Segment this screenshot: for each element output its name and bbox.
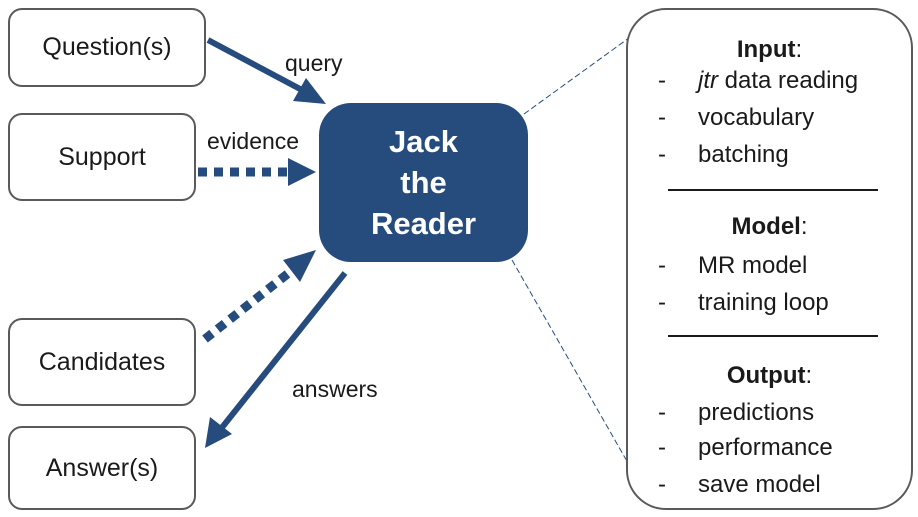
candidates-arrow-shaft — [202, 264, 298, 343]
input-item-1: - jtr data reading — [658, 67, 858, 95]
model-item-1-text: MR model — [698, 252, 808, 279]
bullet-dash: - — [658, 104, 666, 131]
answers-node: Answer(s) — [8, 426, 196, 510]
candidates-arrowhead — [283, 250, 316, 282]
output-item-3-text: save model — [698, 471, 821, 498]
jack-the-reader-node: Jack the Reader — [319, 103, 528, 262]
bullet-dash: - — [658, 471, 666, 498]
output-title-colon: : — [805, 362, 813, 389]
questions-node: Question(s) — [8, 8, 206, 87]
model-item-2: - training loop — [658, 289, 829, 317]
output-section-title: Output: — [628, 362, 911, 390]
input-item-1-em: jtr — [698, 67, 718, 94]
input-item-3-text: batching — [698, 141, 789, 168]
candidates-node: Candidates — [8, 318, 196, 406]
model-section-title: Model: — [628, 213, 911, 241]
model-title: Model — [731, 213, 801, 240]
answers-arrow-shaft — [217, 271, 348, 432]
model-item-1: - MR model — [658, 252, 807, 280]
output-item-1: - predictions — [658, 399, 814, 427]
bullet-dash: - — [658, 141, 666, 168]
model-item-2-text: training loop — [698, 289, 829, 316]
answers-arrowhead — [205, 417, 232, 448]
input-title-colon: : — [795, 36, 803, 63]
candidates-node-label: Candidates — [38, 347, 166, 376]
support-node-label: Support — [58, 142, 146, 171]
panel-connector-top — [523, 13, 663, 115]
input-section-title: Input: — [628, 36, 911, 64]
bullet-dash: - — [658, 67, 666, 94]
input-item-1-text: data reading — [718, 67, 859, 94]
evidence-arrowhead — [288, 158, 316, 186]
core-line-3: Reader — [370, 206, 477, 241]
questions-node-label: Question(s) — [42, 33, 172, 61]
core-line-1: Jack — [389, 124, 458, 159]
answers-label: answers — [292, 376, 378, 402]
evidence-label: evidence — [207, 128, 300, 154]
bullet-dash: - — [658, 289, 666, 316]
bullet-dash: - — [658, 434, 666, 461]
answers-node-label: Answer(s) — [45, 453, 159, 482]
support-node: Support — [8, 113, 196, 201]
bullet-dash: - — [658, 252, 666, 279]
model-title-colon: : — [800, 213, 808, 240]
query-arrow-shaft — [206, 37, 304, 93]
core-line-2: the — [400, 165, 447, 200]
input-item-3: - batching — [658, 141, 789, 169]
panel-connector-bottom — [511, 259, 641, 485]
input-item-2-text: vocabulary — [698, 104, 815, 131]
output-item-3: - save model — [658, 471, 821, 499]
input-item-2: - vocabulary — [658, 104, 814, 132]
query-arrowhead — [293, 78, 326, 104]
divider-2 — [668, 335, 878, 337]
output-item-2: - performance — [658, 434, 833, 462]
input-title: Input — [736, 36, 796, 63]
details-panel: Input: - jtr data reading - vocabulary - ba… — [626, 8, 913, 510]
output-title: Output — [726, 362, 806, 389]
query-label: query — [285, 50, 343, 76]
bullet-dash: - — [658, 399, 666, 426]
divider-1 — [668, 189, 878, 191]
output-item-2-text: performance — [698, 434, 833, 461]
output-item-1-text: predictions — [698, 399, 815, 426]
